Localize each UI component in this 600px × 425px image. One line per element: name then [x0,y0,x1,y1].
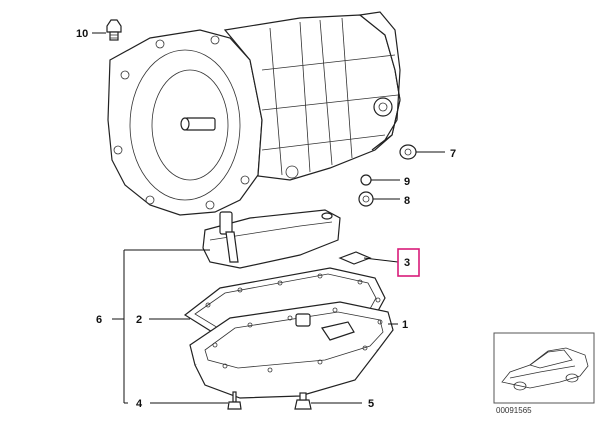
seal-ring-part-3 [338,251,372,265]
callout-3[interactable]: 3 [404,257,410,269]
oil-filter [202,209,341,269]
oil-pan [189,301,394,399]
plug-part-5 [294,392,312,410]
callout-6[interactable]: 6 [96,314,102,326]
callout-5[interactable]: 5 [368,398,374,410]
thumbnail-code: 00091565 [496,406,532,415]
transmission-housing [107,11,401,216]
bolt-part-4 [227,391,242,410]
car-thumbnail-icon [501,347,589,391]
callout-9[interactable]: 9 [404,176,410,188]
leader-lines [92,32,445,404]
callout-8[interactable]: 8 [404,195,410,207]
plug-part-8 [358,191,374,207]
vehicle-thumbnail[interactable]: 00091565 [493,332,595,415]
callout-1[interactable]: 1 [402,319,408,331]
highlight-box-callout-3[interactable] [397,248,420,277]
callout-10[interactable]: 10 [76,28,88,40]
washer-part-9 [360,174,372,186]
callout-2[interactable]: 2 [136,314,142,326]
callout-7[interactable]: 7 [450,148,456,160]
plug-part-10 [106,19,122,41]
callout-4[interactable]: 4 [136,398,143,410]
plug-part-7 [399,144,417,160]
